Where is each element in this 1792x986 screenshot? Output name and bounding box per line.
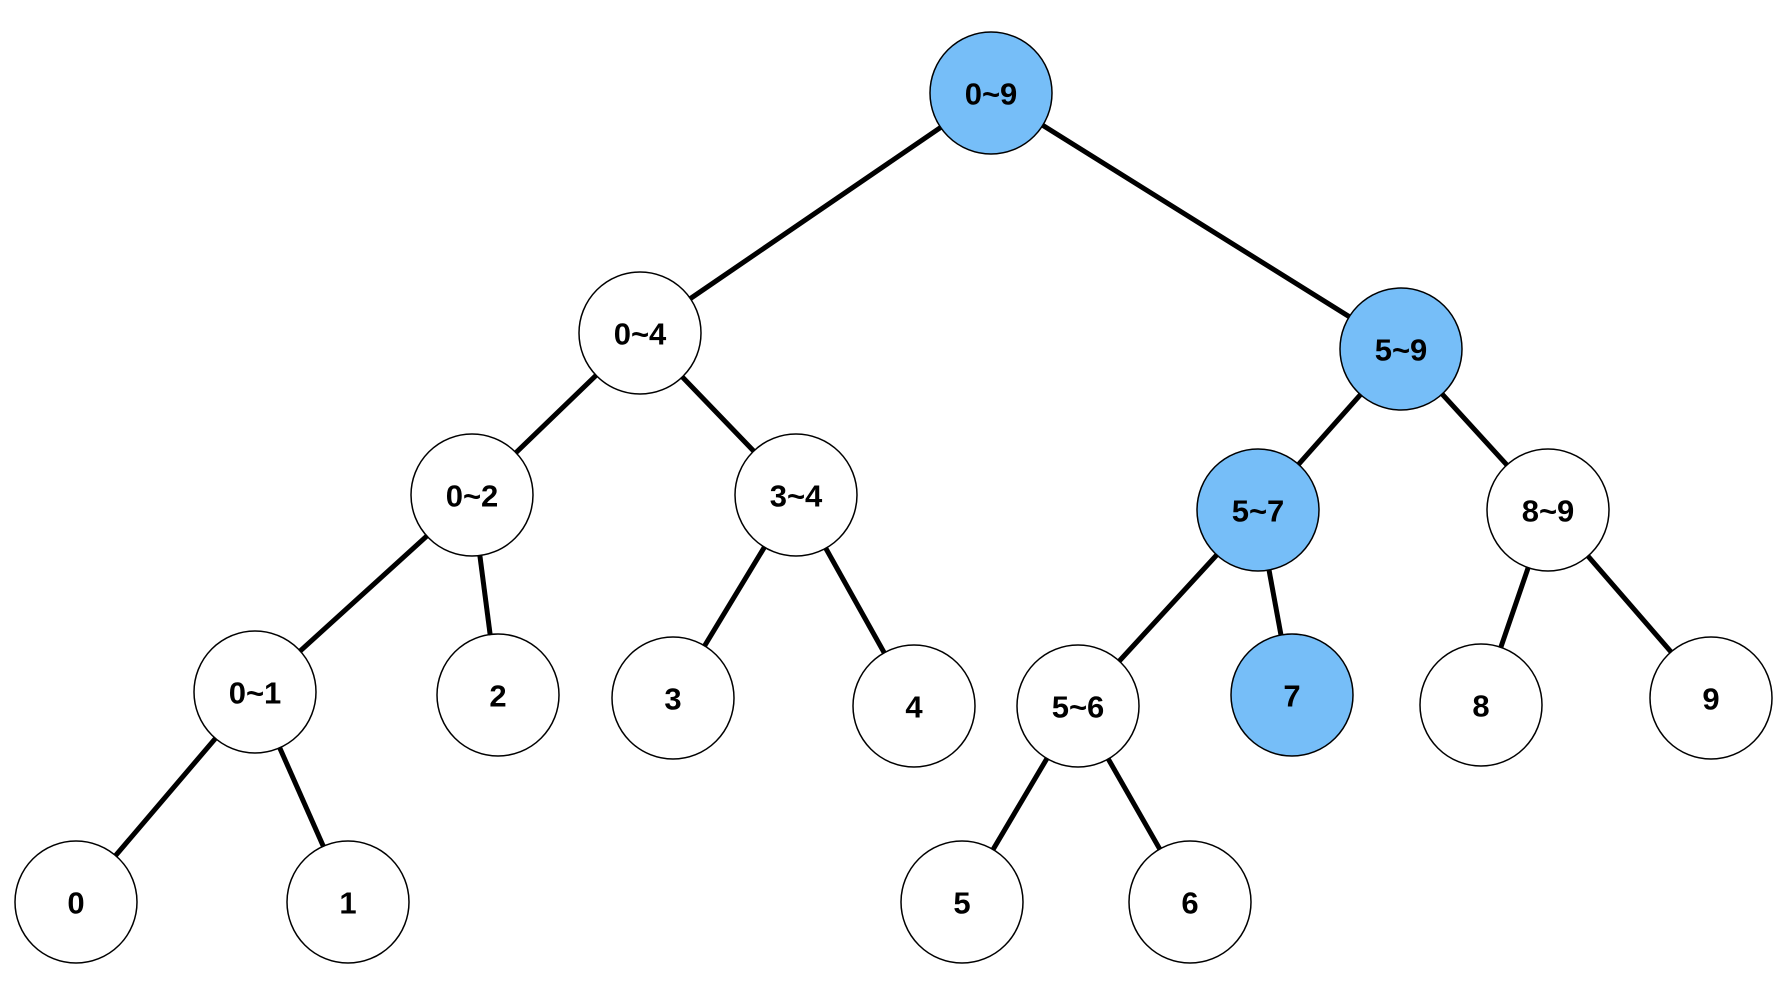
node-label: 5 [953, 886, 970, 921]
tree-node-3-4: 3~4 [734, 433, 858, 557]
node-layer: 0~9 0~4 5~9 0~2 3~4 5~7 8~9 0~1 2 3 4 5~6 7 8 9 0 1 5 6 [14, 31, 1773, 964]
edge-layer [74, 90, 1713, 904]
node-label: 4 [905, 690, 923, 725]
edge-0-9-to-0-4 [638, 90, 993, 336]
tree-node-5-7: 5~7 [1196, 448, 1320, 572]
node-circle [852, 644, 976, 768]
node-circle [578, 271, 702, 395]
node-label: 5~6 [1052, 690, 1105, 725]
tree-node-0-4: 0~4 [578, 271, 702, 395]
tree-node-9: 9 [1649, 636, 1773, 760]
node-label: 0~4 [614, 317, 667, 352]
node-label: 5~9 [1375, 333, 1428, 368]
node-label: 2 [489, 679, 506, 714]
node-label: 3~4 [770, 479, 823, 514]
node-label: 0~2 [446, 479, 499, 514]
node-circle [1128, 840, 1252, 964]
node-circle [410, 433, 534, 557]
tree-node-3: 3 [611, 636, 735, 760]
node-label: 1 [339, 886, 356, 921]
node-circle [1419, 643, 1543, 767]
node-circle [1649, 636, 1773, 760]
node-label: 0~9 [965, 77, 1018, 112]
node-circle-highlighted [1339, 287, 1463, 411]
node-label: 0~1 [229, 676, 282, 711]
tree-node-7: 7 [1230, 633, 1354, 757]
tree-node-1: 1 [286, 840, 410, 964]
node-label: 8~9 [1522, 494, 1575, 529]
node-label: 9 [1702, 682, 1719, 717]
node-circle [436, 633, 560, 757]
node-circle [611, 636, 735, 760]
tree-node-0-9: 0~9 [929, 31, 1053, 155]
node-label: 3 [664, 682, 681, 717]
node-label: 7 [1283, 679, 1300, 714]
edge-0-9-to-5-9 [989, 90, 1403, 352]
node-circle-highlighted [1230, 633, 1354, 757]
node-label: 8 [1472, 689, 1489, 724]
node-circle [1486, 448, 1610, 572]
tree-node-5: 5 [900, 840, 1024, 964]
tree-node-0: 0 [14, 840, 138, 964]
node-circle [193, 630, 317, 754]
node-label: 0 [67, 886, 84, 921]
tree-node-0-1: 0~1 [193, 630, 317, 754]
node-circle [900, 840, 1024, 964]
node-circle [14, 840, 138, 964]
tree-node-6: 6 [1128, 840, 1252, 964]
tree-node-2: 2 [436, 633, 560, 757]
node-label: 6 [1181, 886, 1198, 921]
node-label: 5~7 [1232, 494, 1285, 529]
tree-node-4: 4 [852, 644, 976, 768]
node-circle-highlighted [1196, 448, 1320, 572]
node-circle [1016, 644, 1140, 768]
tree-node-0-2: 0~2 [410, 433, 534, 557]
node-circle [734, 433, 858, 557]
tree-node-8-9: 8~9 [1486, 448, 1610, 572]
node-circle [286, 840, 410, 964]
node-circle-highlighted [929, 31, 1053, 155]
tree-node-8: 8 [1419, 643, 1543, 767]
tree-node-5-6: 5~6 [1016, 644, 1140, 768]
tree-node-5-9: 5~9 [1339, 287, 1463, 411]
